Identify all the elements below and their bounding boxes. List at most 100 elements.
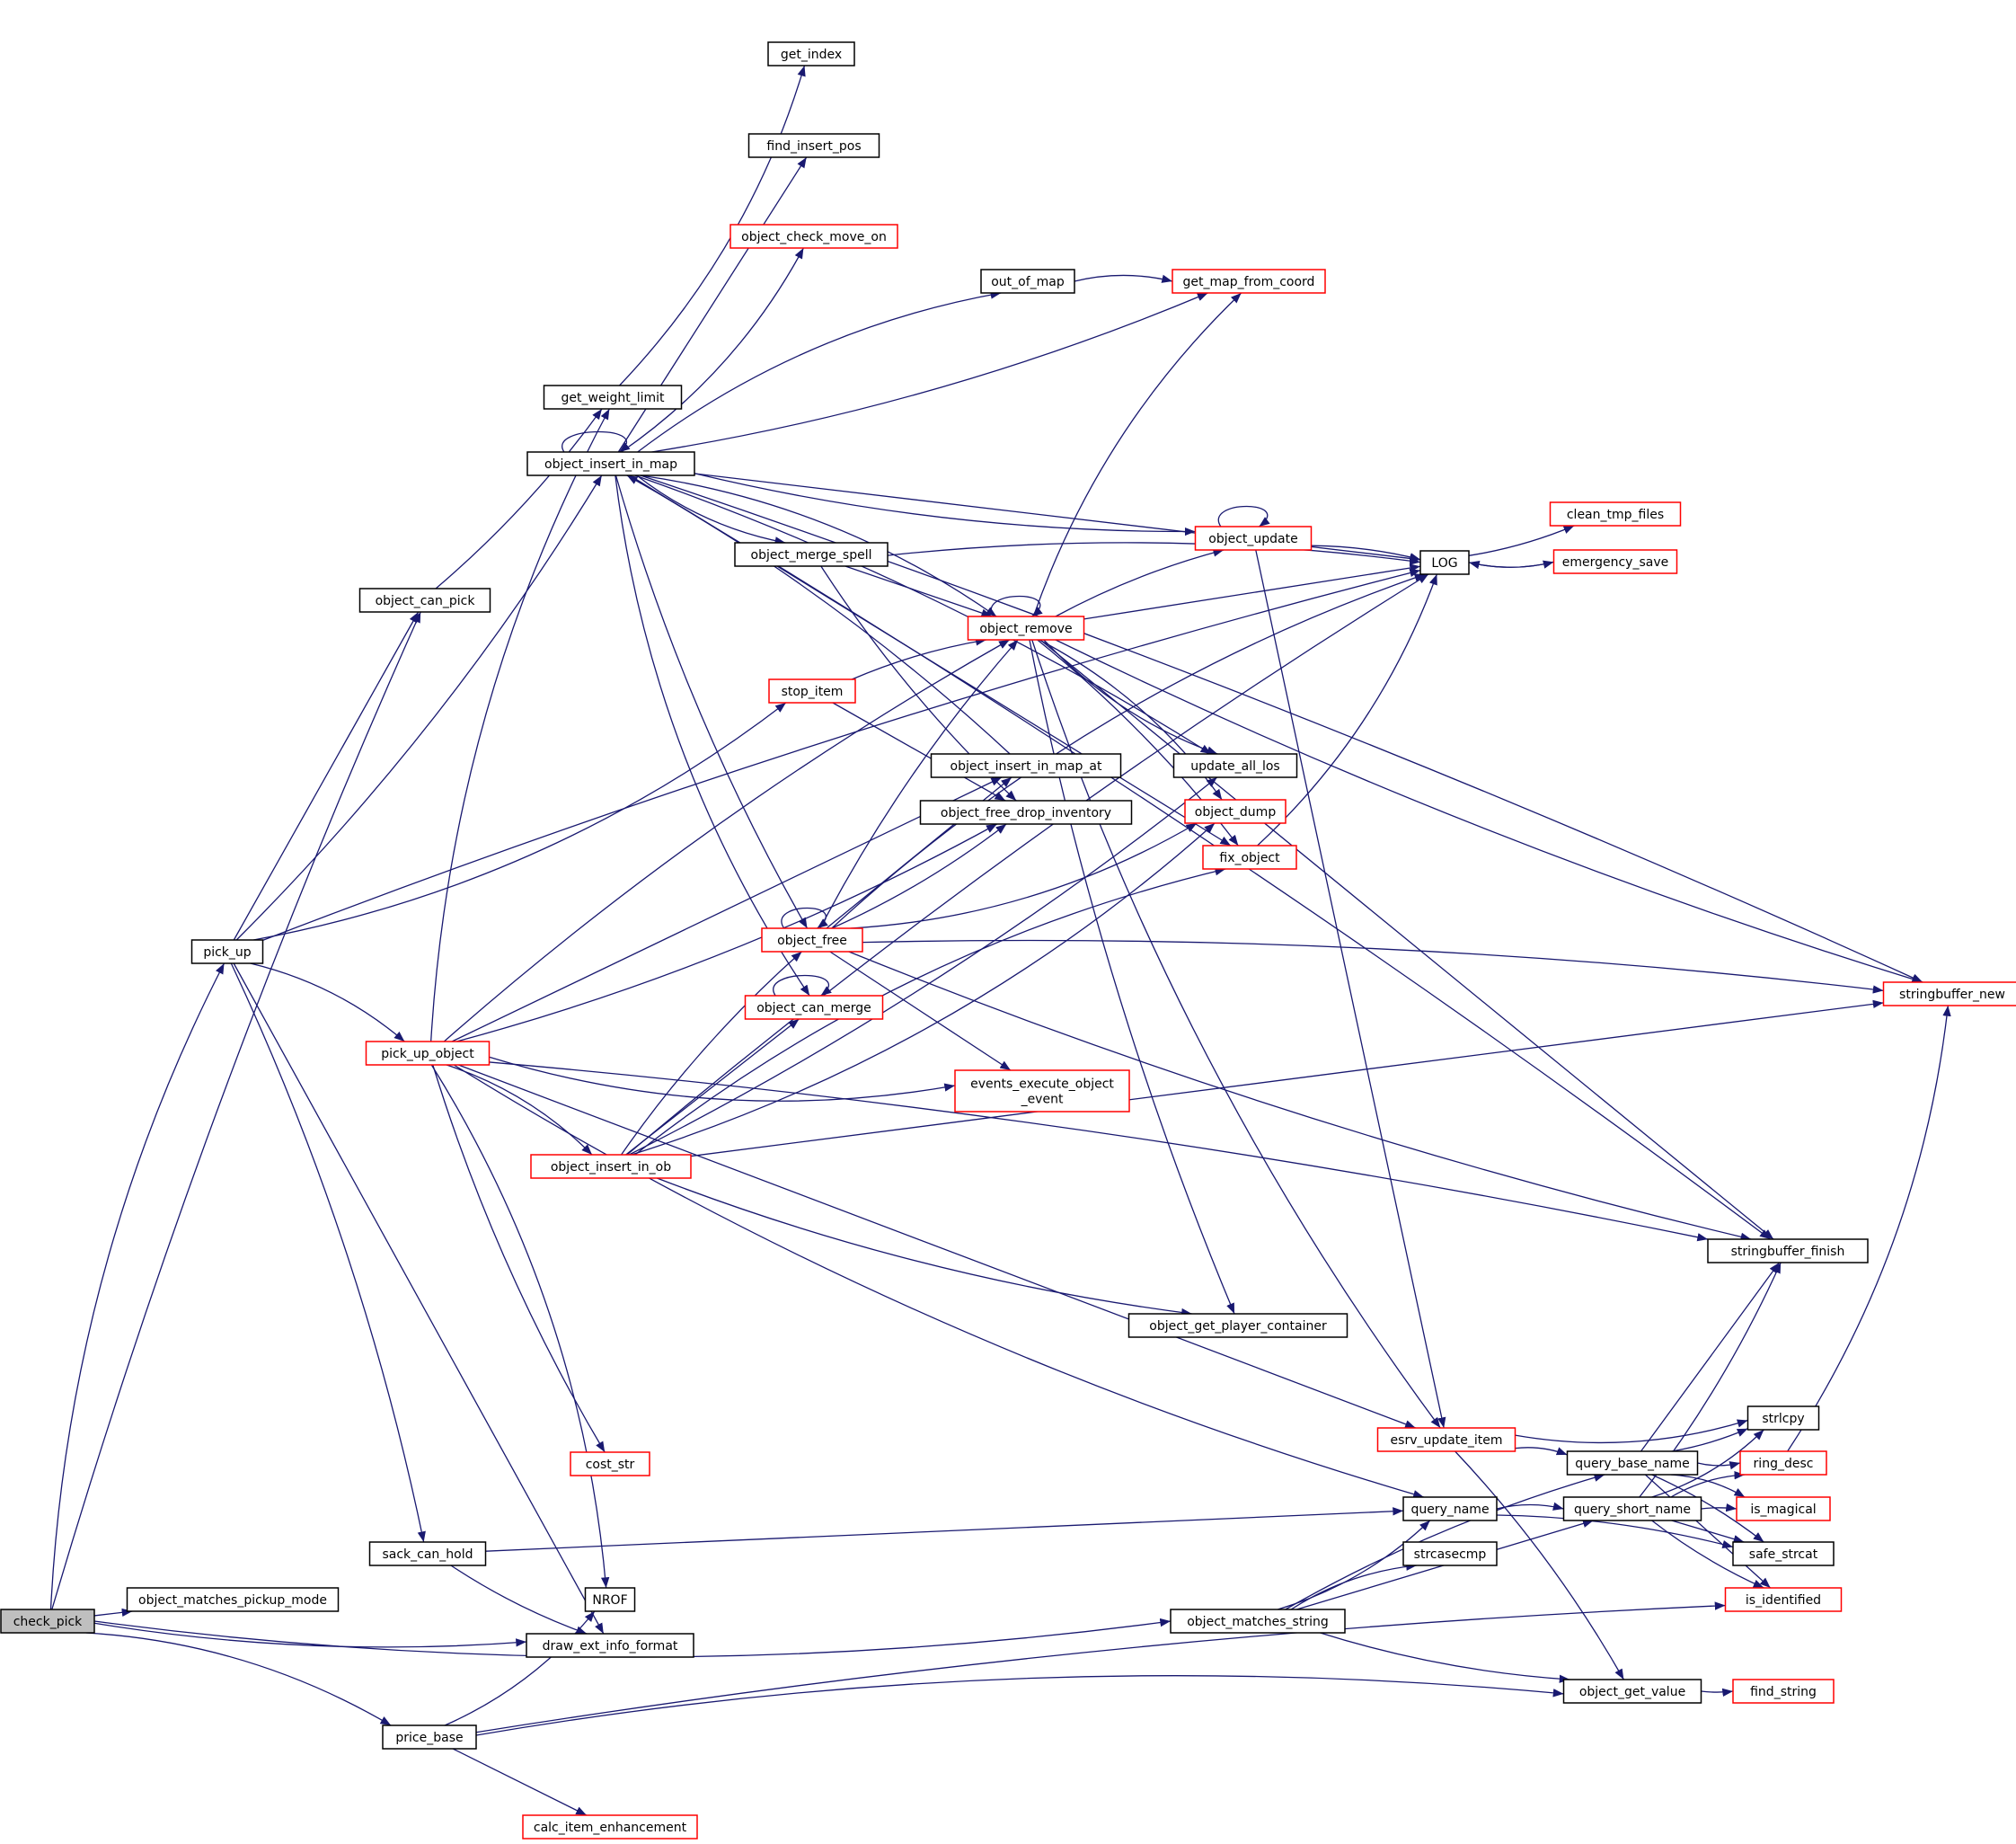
node-box (1202, 845, 1297, 870)
node-LOG[interactable]: LOG (1419, 550, 1470, 575)
node-check_pick[interactable]: check_pick (0, 1609, 95, 1634)
node-box (1127, 1313, 1348, 1338)
node-label: stop_item (782, 685, 844, 699)
node-object_free[interactable]: object_free (761, 927, 863, 953)
node-object_remove[interactable]: object_remove (967, 616, 1085, 641)
edge-check_pick-to-draw_ext_info_format (93, 1622, 527, 1648)
edge-sack_can_hold-to-query_name (485, 1507, 1404, 1552)
edge-object_remove-to-stringbuffer_finish (1039, 639, 1774, 1240)
node-object_merge_spell[interactable]: object_merge_spell (734, 542, 889, 567)
edge-object_matches_string-to-query_base_name (1285, 1473, 1605, 1610)
edge-pick_up-to-object_insert_in_map (235, 474, 603, 941)
node-box (1732, 1541, 1835, 1566)
edge-price_base-to-calc_item_enhancement (452, 1748, 588, 1816)
edge-object_free-to-stringbuffer_finish (848, 951, 1752, 1241)
node-is_magical[interactable]: is_magical (1736, 1496, 1831, 1521)
node-stop_item[interactable]: stop_item (768, 678, 856, 704)
node-box (1194, 526, 1313, 551)
node-box (1172, 753, 1298, 778)
node-box (522, 1814, 698, 1840)
node-out_of_map[interactable]: out_of_map (980, 269, 1075, 294)
node-pick_up_object[interactable]: pick_up_object (365, 1041, 491, 1066)
node-object_dump[interactable]: object_dump (1184, 799, 1287, 824)
node-safe_strcat[interactable]: safe_strcat (1732, 1541, 1835, 1566)
node-stringbuffer_new[interactable]: stringbuffer_new (1882, 981, 2016, 1006)
node-label: object_update (1208, 532, 1297, 546)
node-fix_object[interactable]: fix_object (1202, 845, 1297, 870)
edge-ring_desc-to-stringbuffer_new (1787, 1005, 1951, 1452)
node-object_matches_string[interactable]: object_matches_string (1170, 1609, 1346, 1634)
edge-object_free-to-events_execute_object_event (829, 951, 1012, 1071)
node-find_insert_pos[interactable]: find_insert_pos (747, 133, 880, 158)
node-draw_ext_info_format[interactable]: draw_ext_info_format (526, 1633, 694, 1658)
node-clean_tmp_files[interactable]: clean_tmp_files (1549, 501, 1682, 527)
node-query_base_name[interactable]: query_base_name (1566, 1450, 1699, 1476)
node-get_index[interactable]: get_index (767, 41, 855, 66)
node-esrv_update_item[interactable]: esrv_update_item (1376, 1427, 1516, 1452)
node-box (734, 542, 889, 567)
node-label: calc_item_enhancement (534, 1821, 687, 1835)
node-label: object_insert_in_map (544, 457, 677, 472)
node-ring_desc[interactable]: ring_desc (1739, 1450, 1827, 1476)
node-object_insert_in_ob[interactable]: object_insert_in_ob (530, 1154, 692, 1179)
node-is_identified[interactable]: is_identified (1724, 1587, 1843, 1612)
node-box (1419, 550, 1470, 575)
edge-pick_up_object-to-object_free_drop_inventory (456, 823, 998, 1042)
node-query_short_name[interactable]: query_short_name (1562, 1496, 1702, 1521)
node-label: ring_desc (1754, 1457, 1814, 1471)
node-object_insert_in_map[interactable]: object_insert_in_map (526, 451, 695, 476)
node-label: object_free_drop_inventory (941, 806, 1111, 820)
node-sack_can_hold[interactable]: sack_can_hold (368, 1541, 487, 1566)
node-label: _event (1021, 1093, 1064, 1107)
edge-object_free-to-object_remove (819, 639, 1019, 929)
node-object_free_drop_inventory[interactable]: object_free_drop_inventory (919, 800, 1133, 825)
node-object_matches_pickup_mode[interactable]: object_matches_pickup_mode (126, 1587, 340, 1612)
node-box (768, 678, 856, 704)
edge-pick_up_object-to-cost_str (432, 1064, 606, 1453)
edge-sack_can_hold-to-draw_ext_info_format (450, 1565, 588, 1635)
node-update_all_los[interactable]: update_all_los (1172, 753, 1298, 778)
node-cost_str[interactable]: cost_str (570, 1451, 650, 1476)
node-label: object_merge_spell (751, 548, 872, 563)
edge-query_base_name-to-strlcpy (1671, 1428, 1748, 1452)
node-object_can_merge[interactable]: object_can_merge (744, 995, 884, 1020)
node-NROF[interactable]: NROF (584, 1587, 636, 1612)
node-box (1882, 981, 2016, 1006)
node-object_check_move_on[interactable]: object_check_move_on (729, 224, 898, 249)
node-box (1402, 1496, 1498, 1521)
node-box (1732, 1679, 1835, 1704)
node-object_can_pick[interactable]: object_can_pick (358, 588, 491, 613)
edge-pick_up_object-to-events_execute_object_event (489, 1056, 956, 1102)
edge-stop_item-to-object_free_drop_inventory (832, 702, 1006, 802)
node-box (1184, 799, 1287, 824)
node-object_get_value[interactable]: object_get_value (1562, 1679, 1702, 1704)
node-pick_up[interactable]: pick_up (190, 939, 264, 964)
edge-object_insert_in_map-to-out_of_map (637, 290, 1002, 453)
node-calc_item_enhancement[interactable]: calc_item_enhancement (522, 1814, 698, 1840)
node-strlcpy[interactable]: strlcpy (1746, 1405, 1820, 1431)
node-label: object_get_player_container (1149, 1319, 1327, 1334)
node-label: object_matches_string (1187, 1615, 1329, 1629)
node-label: get_map_from_coord (1183, 275, 1315, 289)
node-events_execute_object_event[interactable]: events_execute_object_event (954, 1069, 1130, 1113)
node-box (954, 1069, 1130, 1113)
node-box (530, 1154, 692, 1179)
node-price_base[interactable]: price_base (382, 1724, 477, 1750)
node-emergency_save[interactable]: emergency_save (1552, 549, 1678, 574)
node-query_name[interactable]: query_name (1402, 1496, 1498, 1521)
edge-object_insert_in_map-to-object_update (694, 473, 1196, 536)
edge-object_insert_in_ob-to-object_free (621, 951, 802, 1156)
node-box (1549, 501, 1682, 527)
node-object_update[interactable]: object_update (1194, 526, 1313, 551)
node-get_map_from_coord[interactable]: get_map_from_coord (1172, 269, 1326, 294)
node-object_get_player_container[interactable]: object_get_player_container (1127, 1313, 1348, 1338)
node-strcasecmp[interactable]: strcasecmp (1402, 1541, 1498, 1566)
node-get_weight_limit[interactable]: get_weight_limit (543, 385, 683, 410)
edge-object_remove-to-LOG (1083, 563, 1421, 620)
node-find_string[interactable]: find_string (1732, 1679, 1835, 1704)
node-object_insert_in_map_at[interactable]: object_insert_in_map_at (930, 753, 1122, 778)
node-stringbuffer_finish[interactable]: stringbuffer_finish (1707, 1238, 1869, 1263)
edge-pick_up-to-draw_ext_info_format (233, 962, 605, 1635)
node-label: emergency_save (1562, 555, 1669, 570)
node-box (1724, 1587, 1843, 1612)
